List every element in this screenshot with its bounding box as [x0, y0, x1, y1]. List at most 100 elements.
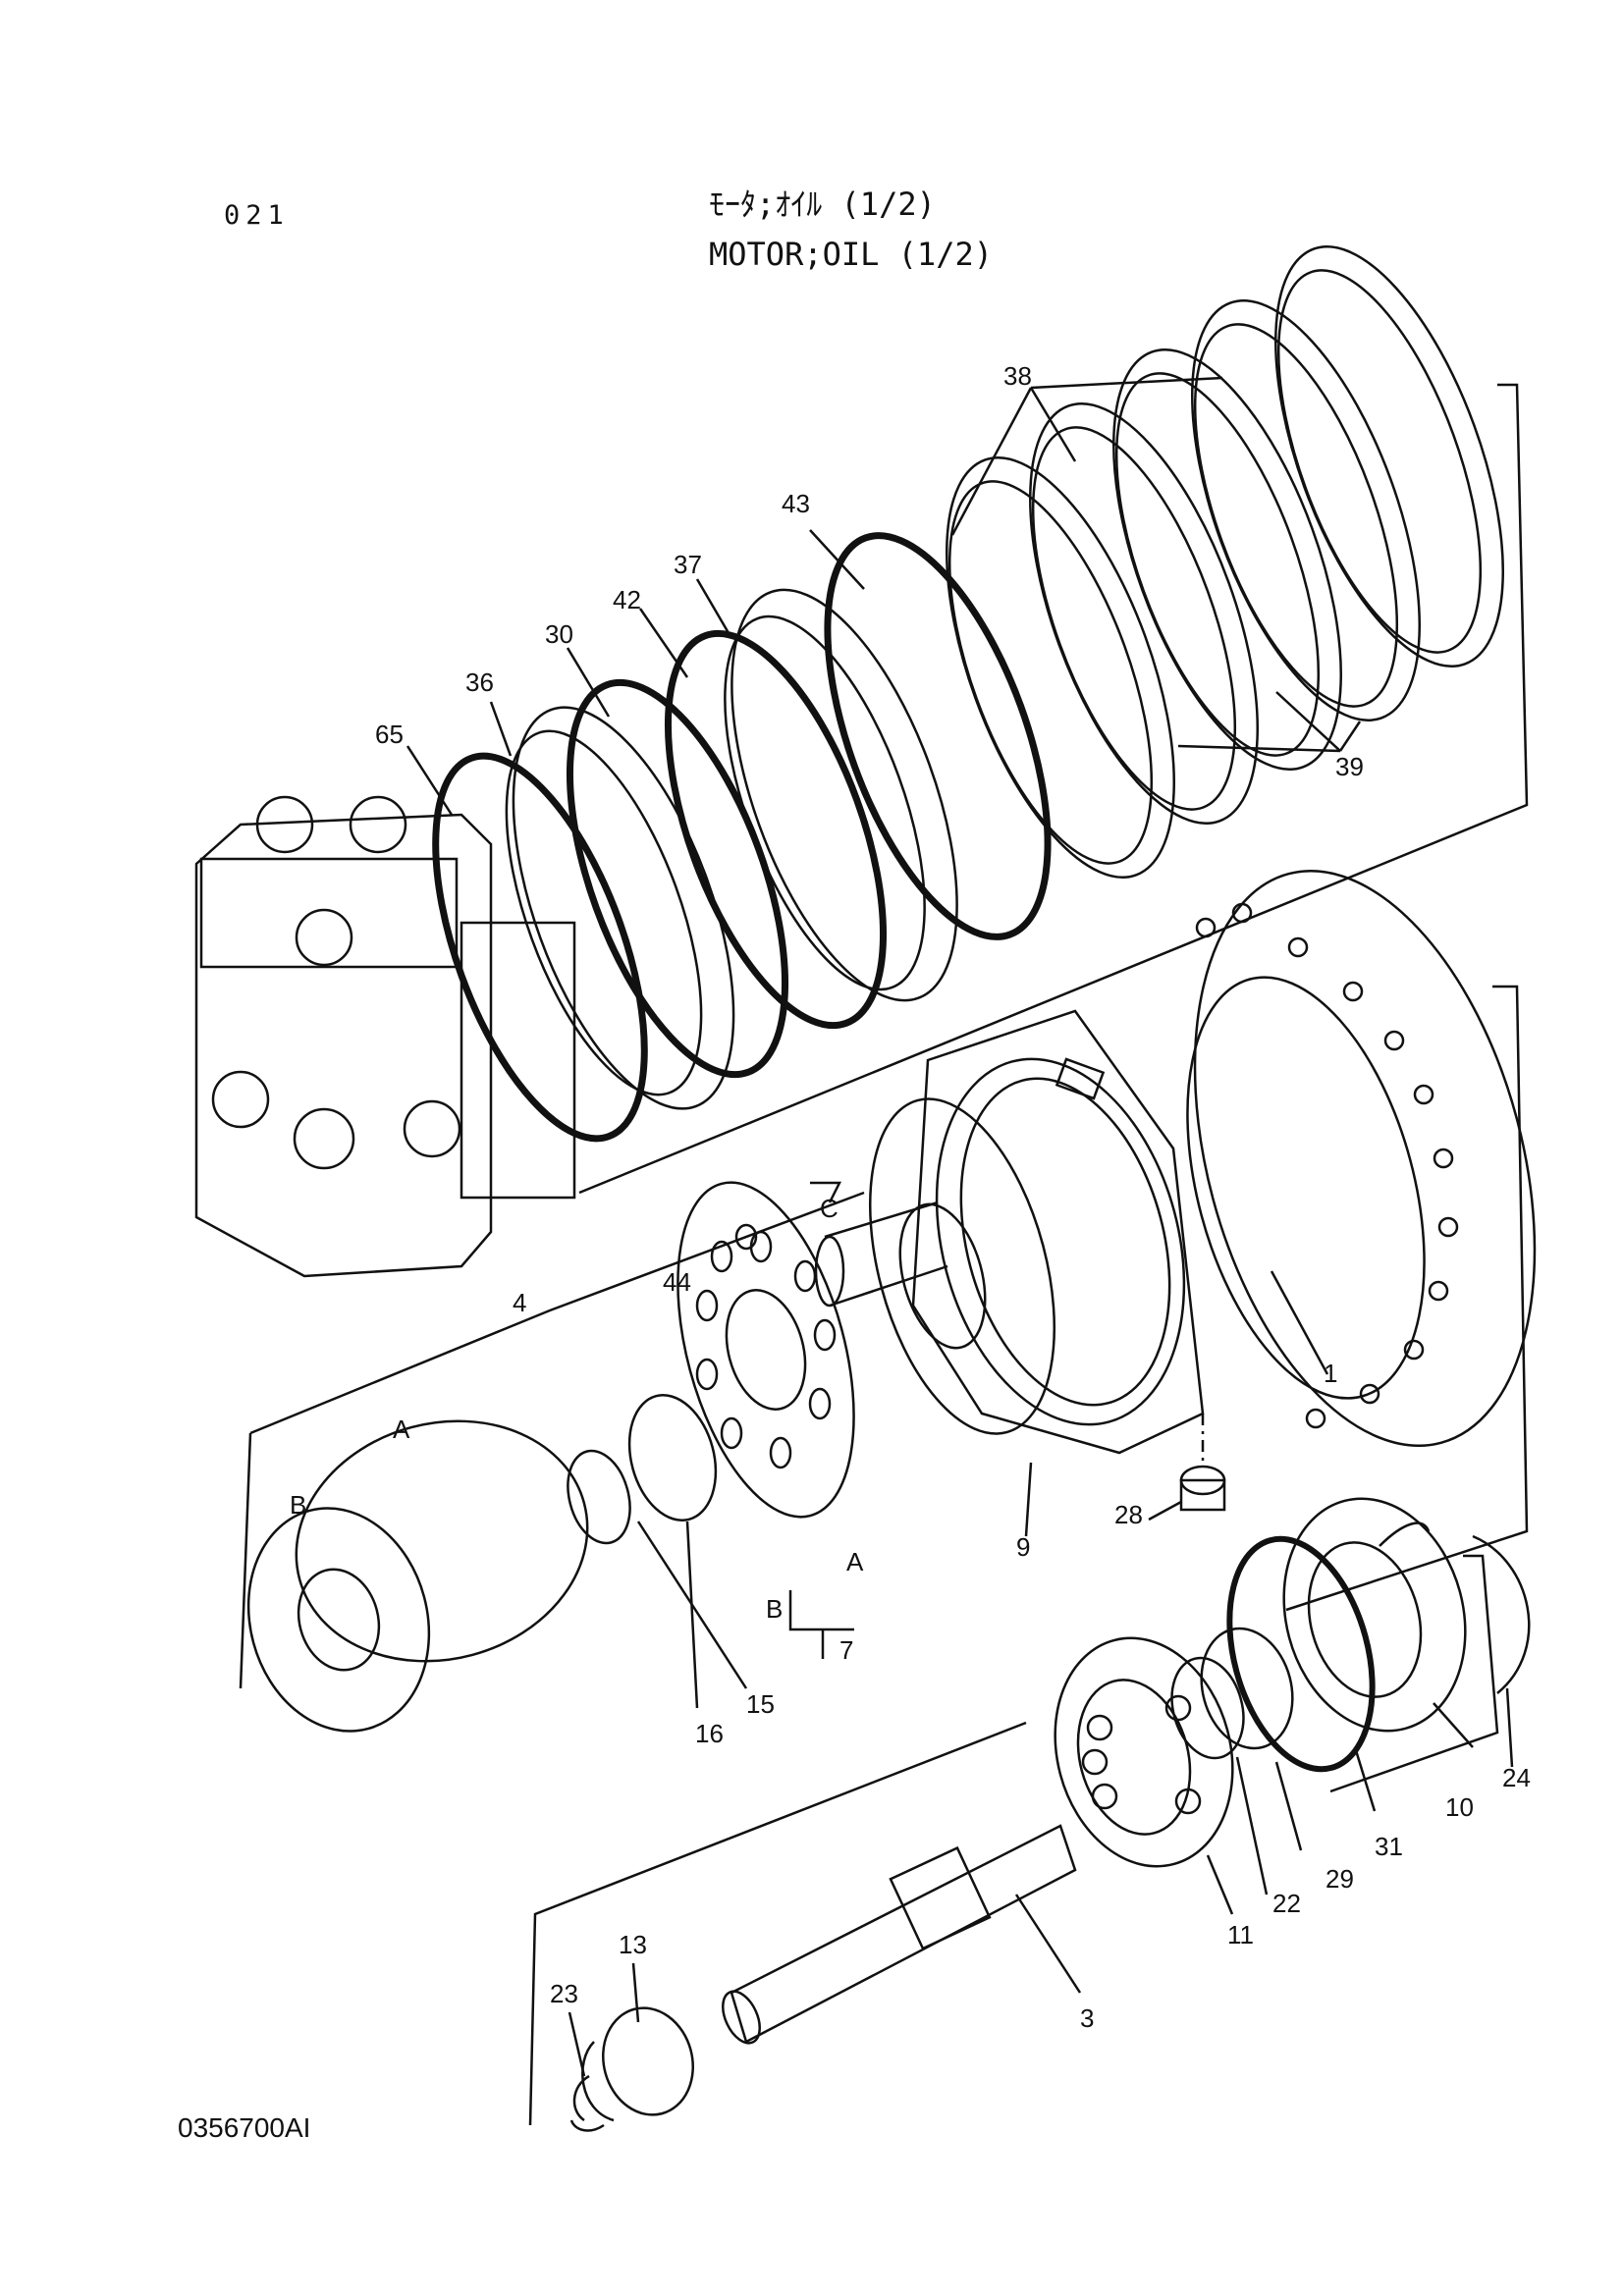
cylinder-group — [239, 1181, 865, 1733]
pin-44 — [734, 1223, 758, 1251]
leader-15 — [636, 1521, 748, 1689]
leader-10 — [1433, 1702, 1474, 1748]
plate-39-b-inner — [1031, 426, 1237, 811]
shaft-plate-group — [734, 1097, 1226, 1537]
ring-36-outer — [512, 706, 735, 1110]
housing-square-plate — [911, 1009, 1205, 1455]
snap-ring-24b — [1379, 1522, 1431, 1547]
housing-bore-inner — [959, 1077, 1171, 1407]
leader-37 — [695, 578, 733, 639]
snap-ring-24 — [1472, 1534, 1531, 1694]
valve-plate-7-center — [725, 1289, 807, 1411]
bracket-c — [810, 1181, 842, 1203]
callout-9: 9 — [1016, 1532, 1030, 1562]
housing-barrel — [1186, 976, 1426, 1400]
leader-31 — [1353, 1746, 1377, 1812]
callout-37: 37 — [674, 550, 702, 579]
valve-port-5 — [293, 1107, 355, 1170]
valve-port-2 — [349, 795, 407, 854]
leader-36 — [489, 701, 513, 757]
bracket-4-left — [239, 1432, 252, 1689]
bracket-7-a — [788, 1590, 854, 1631]
callout-11: 11 — [1227, 1920, 1254, 1949]
output-shaft-3 — [730, 1824, 1077, 2044]
plate-9-hub — [898, 1202, 987, 1350]
oring-31 — [1226, 1535, 1376, 1773]
bearing-11-inner — [1076, 1679, 1192, 1836]
housing-key — [1055, 1057, 1106, 1100]
callout-b-2: B — [766, 1594, 783, 1624]
output-shaft-group — [528, 1497, 1531, 2132]
ring-36-inner — [505, 729, 703, 1096]
callout-13: 13 — [619, 1930, 647, 1959]
oil-seal-10 — [1282, 1497, 1467, 1733]
collar-13 — [602, 2006, 694, 2116]
bracket-lower-left — [528, 1721, 1027, 2126]
callout-31: 31 — [1375, 1832, 1403, 1861]
callout-16: 16 — [695, 1719, 724, 1748]
title-japanese: ﾓｰﾀ;ｵｲﾙ (1/2) — [709, 186, 936, 223]
plate-39-b — [1029, 401, 1259, 826]
friction-plate-group — [406, 244, 1529, 1195]
callout-30: 30 — [545, 619, 573, 649]
valve-plate-7 — [676, 1181, 855, 1519]
oring-43 — [824, 532, 1052, 940]
valve-port-4 — [211, 1070, 270, 1129]
oring-42 — [664, 629, 888, 1030]
valve-side-block — [460, 921, 576, 1200]
housing-flange — [1193, 870, 1537, 1447]
leader-65 — [406, 745, 454, 816]
valve-port-6 — [403, 1099, 461, 1158]
leader-39-b — [1338, 721, 1362, 752]
collar-29 — [1200, 1627, 1294, 1750]
callout-c: C — [820, 1194, 839, 1223]
bracket-lower-right — [1329, 1554, 1499, 1793]
drawing-code: 0356700AI — [178, 2112, 311, 2143]
callout-65: 65 — [375, 720, 404, 749]
bracket-4-top — [249, 1191, 865, 1435]
callout-1: 1 — [1324, 1359, 1337, 1388]
plate-38-a — [1274, 244, 1504, 668]
title-english: MOTOR;OIL (1/2) — [709, 236, 993, 273]
callout-4: 4 — [513, 1288, 526, 1317]
leader-38-b — [1029, 387, 1077, 462]
callout-22: 22 — [1272, 1889, 1301, 1918]
valve-block — [194, 795, 576, 1278]
leader-39-a — [1177, 744, 1341, 753]
leader-42 — [638, 608, 689, 678]
callout-44: 44 — [663, 1267, 691, 1297]
callout-24: 24 — [1502, 1763, 1531, 1792]
cylinder-block-4-bore — [297, 1568, 381, 1672]
leader-39-c — [1275, 691, 1341, 752]
callout-labels: 38 39 43 37 42 30 36 65 1 C 44 4 A B 9 2… — [290, 361, 1531, 2033]
callout-23: 23 — [550, 1979, 578, 2008]
leader-38-c — [1030, 376, 1223, 390]
leader-22 — [1235, 1756, 1269, 1896]
motor-housing-group — [911, 870, 1537, 1612]
callout-7: 7 — [839, 1635, 853, 1665]
callout-42: 42 — [613, 585, 641, 614]
callout-28: 28 — [1114, 1500, 1143, 1529]
oring-65 — [432, 752, 648, 1143]
bearing-11-balls — [1081, 1694, 1202, 1815]
cylinder-block-4-face — [246, 1507, 431, 1733]
callout-a-1: A — [393, 1415, 410, 1444]
flange-bolt-holes — [1195, 902, 1459, 1429]
valve-plate-7-holes — [695, 1230, 837, 1469]
oil-seal-10-inner — [1307, 1541, 1423, 1698]
snap-ring-23 — [569, 2074, 605, 2132]
spherical-bush-15 — [627, 1394, 718, 1522]
callout-43: 43 — [782, 489, 810, 518]
leader-24 — [1505, 1687, 1514, 1768]
leader-30 — [566, 647, 611, 718]
callout-36: 36 — [465, 667, 494, 697]
leader-23 — [568, 2011, 586, 2077]
valve-block-body — [194, 813, 493, 1278]
pin-c-top — [824, 1201, 939, 1239]
piston-37-outer — [730, 588, 958, 1002]
callout-29: 29 — [1325, 1864, 1354, 1894]
spring-16 — [567, 1449, 631, 1545]
callout-38: 38 — [1003, 361, 1032, 391]
pin-c-end — [814, 1235, 845, 1308]
